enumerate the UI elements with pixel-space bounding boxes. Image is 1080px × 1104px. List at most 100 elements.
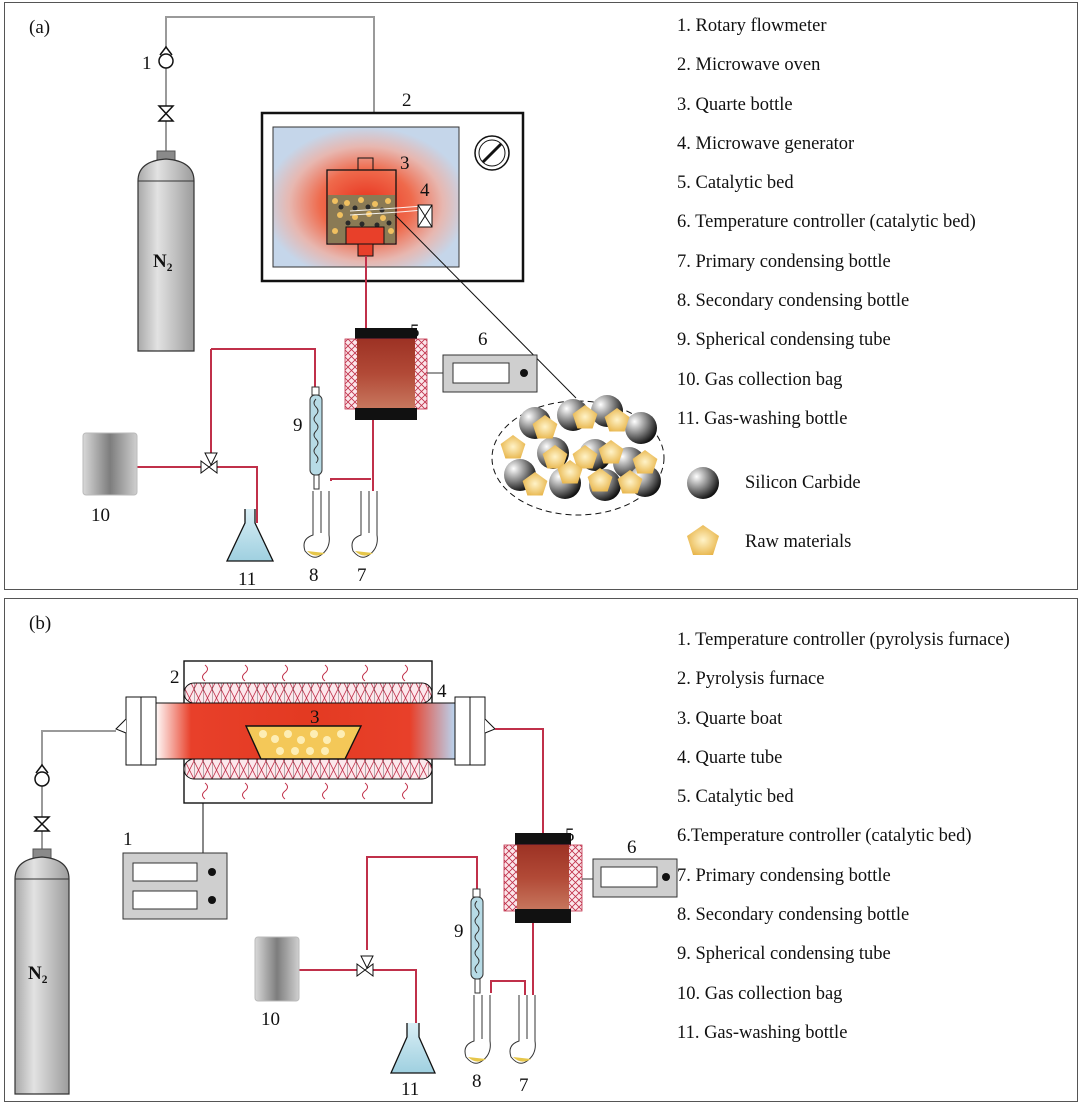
label-a-11: 11 <box>238 569 256 589</box>
heat-wave <box>242 664 248 682</box>
legend-item: 8. Secondary condensing bottle <box>677 905 910 926</box>
legend-item: 10. Gas collection bag <box>677 369 843 390</box>
label-a-7: 7 <box>357 565 367 586</box>
raw-material-particle <box>557 460 583 484</box>
legend-item: 11. Gas-washing bottle <box>677 1022 848 1043</box>
panel-b-diagram: (b) 2 3 4 N₂ 1 <box>14 613 678 1100</box>
label-b-7: 7 <box>519 1075 529 1096</box>
catalytic-bed <box>344 328 428 420</box>
legend-item: 9. Spherical condensing tube <box>677 944 891 965</box>
label-b-8: 8 <box>472 1071 482 1092</box>
oven-knob-icon <box>474 135 510 171</box>
quartz-boat <box>244 725 363 760</box>
legend-item: 3. Quarte boat <box>677 708 783 729</box>
label-a-3: 3 <box>400 153 410 174</box>
label-b-10: 10 <box>261 1009 280 1030</box>
product-line <box>495 728 544 833</box>
heat-wave <box>282 664 288 682</box>
nitrogen-cylinder <box>14 848 70 1095</box>
nitrogen-cylinder <box>137 150 195 352</box>
material-silicon-carbide: Silicon Carbide <box>745 473 861 493</box>
label-b-gas: N₂ <box>28 963 48 984</box>
panel-a-legend: 1. Rotary flowmeter 2. Microwave oven 3.… <box>677 7 976 439</box>
legend-item: 2. Microwave oven <box>677 55 821 76</box>
primary-condensing-bottle <box>509 995 536 1064</box>
label-a-8: 8 <box>309 565 319 586</box>
quartz-bottle <box>326 157 424 257</box>
raw-material-particle <box>500 435 526 459</box>
label-a-2: 2 <box>402 90 412 111</box>
label-b-6: 6 <box>627 837 637 858</box>
label-b-11: 11 <box>401 1079 419 1100</box>
label-a-6: 6 <box>478 329 488 350</box>
label-a-gas: N₂ <box>153 251 173 272</box>
condensing-tube <box>309 386 323 490</box>
silicon-carbide-particle <box>625 412 657 444</box>
gas-washing-bottle <box>389 1023 437 1074</box>
raw-material-particle <box>572 445 598 469</box>
catalyst-zoom-ellipse <box>491 395 665 516</box>
legend-item: 1. Temperature controller (pyrolysis fur… <box>677 630 1010 650</box>
furnace-insulation-top <box>183 682 433 704</box>
label-b-9: 9 <box>454 921 464 942</box>
legend-item: 4. Quarte tube <box>677 747 783 768</box>
legend-item: 2. Pyrolysis furnace <box>677 669 825 690</box>
tube-flange-right <box>454 696 496 766</box>
legend-item: 1. Rotary flowmeter <box>677 16 827 36</box>
valve-icon <box>33 816 51 832</box>
three-way-valve-icon <box>200 452 218 474</box>
condensing-tube <box>470 888 484 994</box>
primary-condensing-bottle <box>351 491 378 558</box>
label-b-1: 1 <box>123 829 133 850</box>
legend-item: 10. Gas collection bag <box>677 983 843 1004</box>
valve-icon <box>157 105 175 122</box>
legend-item: 7. Primary condensing bottle <box>677 865 891 886</box>
panel-a-tag: (a) <box>29 17 50 38</box>
raw-material-particle <box>522 472 548 496</box>
raw-material-particle <box>604 408 630 432</box>
label-b-3: 3 <box>310 707 320 728</box>
raw-material-particle <box>598 440 624 464</box>
legend-item: 9. Spherical condensing tube <box>677 330 891 351</box>
flowmeter-icon <box>34 763 50 787</box>
label-b-4: 4 <box>437 681 447 702</box>
material-icons <box>687 467 719 555</box>
panel-b-tag: (b) <box>29 613 51 634</box>
legend-item: 5. Catalytic bed <box>677 787 794 808</box>
raw-material-particle <box>587 468 613 492</box>
zoom-pointer <box>394 214 577 399</box>
heat-wave <box>202 782 208 800</box>
heat-wave <box>402 664 408 682</box>
catalytic-bed <box>503 833 583 923</box>
legend-item: 8. Secondary condensing bottle <box>677 291 910 312</box>
legend-item: 4. Microwave generator <box>677 133 855 154</box>
legend-item: 3. Quarte bottle <box>677 94 793 115</box>
label-b-5: 5 <box>565 825 575 846</box>
panel-a-diagram: (a) 1 N₂ 2 3 4 <box>29 16 665 589</box>
raw-material-particle <box>617 470 643 494</box>
temperature-controller <box>592 858 678 898</box>
material-raw: Raw materials <box>745 532 852 552</box>
heat-wave <box>362 664 368 682</box>
label-a-1: 1 <box>142 53 152 74</box>
legend-item: 6. Temperature controller (catalytic bed… <box>677 212 976 233</box>
flowmeter-icon <box>158 45 174 69</box>
label-a-9: 9 <box>293 415 303 436</box>
legend-item: 5. Catalytic bed <box>677 173 794 194</box>
pentagon-icon <box>687 525 719 555</box>
label-a-10: 10 <box>91 505 110 526</box>
heat-wave <box>242 782 248 800</box>
gas-washing-bottle <box>225 509 275 562</box>
legend-item: 6.Temperature controller (catalytic bed) <box>677 826 972 847</box>
gas-collection-bag <box>254 936 300 1002</box>
heat-wave <box>362 782 368 800</box>
sphere-icon <box>687 467 719 499</box>
furnace-temperature-controller <box>122 852 228 920</box>
panel-b-legend: 1. Temperature controller (pyrolysis fur… <box>677 621 1010 1053</box>
panel-b: (b) 2 3 4 N₂ 1 <box>4 598 1078 1102</box>
secondary-condensing-bottle <box>303 491 330 558</box>
raw-material-particle <box>572 405 598 429</box>
secondary-condensing-bottle <box>464 995 491 1064</box>
label-b-2: 2 <box>170 667 180 688</box>
tube-flange-left <box>115 696 157 766</box>
